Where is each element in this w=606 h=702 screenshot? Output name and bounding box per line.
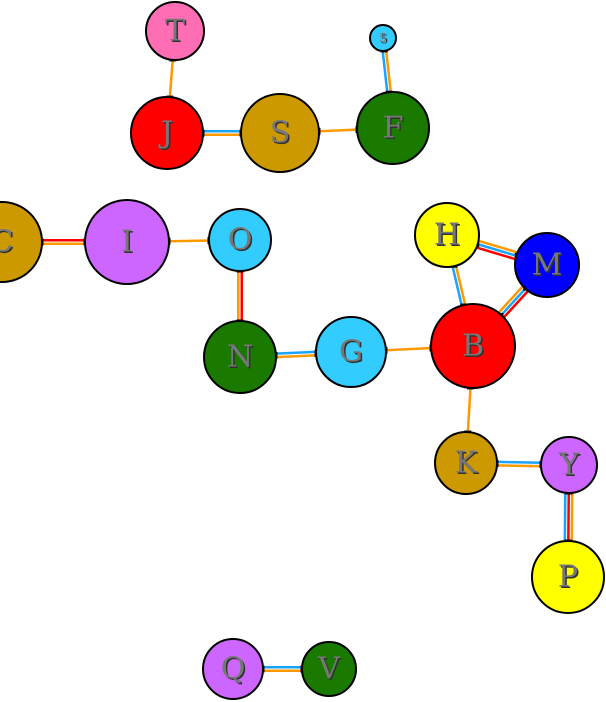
node-circle[interactable] [540, 436, 598, 494]
node-circle[interactable] [0, 201, 43, 283]
node-label: B [462, 329, 484, 364]
node-label: O [228, 223, 253, 258]
node-N[interactable]: N [203, 320, 277, 394]
node-V[interactable]: V [301, 641, 357, 697]
node-circle[interactable] [356, 91, 430, 165]
node-S[interactable]: S [240, 93, 320, 173]
node-label: 5 [379, 31, 387, 45]
node-label: K [455, 446, 478, 481]
node-B[interactable]: B [430, 303, 516, 389]
node-label: F [383, 111, 404, 146]
node-H[interactable]: H [414, 202, 480, 268]
node-circle[interactable] [202, 638, 264, 700]
node-T[interactable]: T [145, 1, 205, 61]
node-circle[interactable] [430, 303, 516, 389]
node-circle[interactable] [130, 96, 204, 170]
node-C[interactable]: C [0, 201, 43, 283]
node-K[interactable]: K [434, 431, 498, 495]
node-circle[interactable] [315, 316, 387, 388]
node-circle[interactable] [414, 202, 480, 268]
node-label: Y [558, 448, 580, 483]
node-5[interactable]: 5 [369, 24, 397, 52]
node-circle[interactable] [434, 431, 498, 495]
node-label: H [434, 218, 460, 253]
node-J[interactable]: J [130, 96, 204, 170]
node-circle[interactable] [203, 320, 277, 394]
node-circle[interactable] [240, 93, 320, 173]
node-label: I [121, 225, 133, 260]
node-I[interactable]: I [84, 199, 170, 285]
node-label: S [270, 116, 291, 151]
node-Y[interactable]: Y [540, 436, 598, 494]
node-circle[interactable] [301, 641, 357, 697]
node-label: N [227, 340, 253, 375]
node-P[interactable]: P [531, 540, 605, 614]
node-F[interactable]: F [356, 91, 430, 165]
node-label: P [558, 560, 578, 595]
node-circle[interactable] [84, 199, 170, 285]
node-circle[interactable] [514, 232, 580, 298]
node-label: V [317, 652, 341, 687]
node-label: Q [221, 652, 246, 687]
node-M[interactable]: M [514, 232, 580, 298]
node-label: C [0, 225, 13, 260]
node-circle[interactable] [369, 24, 397, 52]
node-circle[interactable] [208, 208, 272, 272]
node-G[interactable]: G [315, 316, 387, 388]
node-label: G [339, 335, 363, 370]
node-Q[interactable]: Q [202, 638, 264, 700]
node-circle[interactable] [145, 1, 205, 61]
node-circle[interactable] [531, 540, 605, 614]
node-O[interactable]: O [208, 208, 272, 272]
node-label: M [532, 248, 563, 283]
node-label: T [165, 14, 185, 49]
node-label: J [158, 116, 173, 151]
